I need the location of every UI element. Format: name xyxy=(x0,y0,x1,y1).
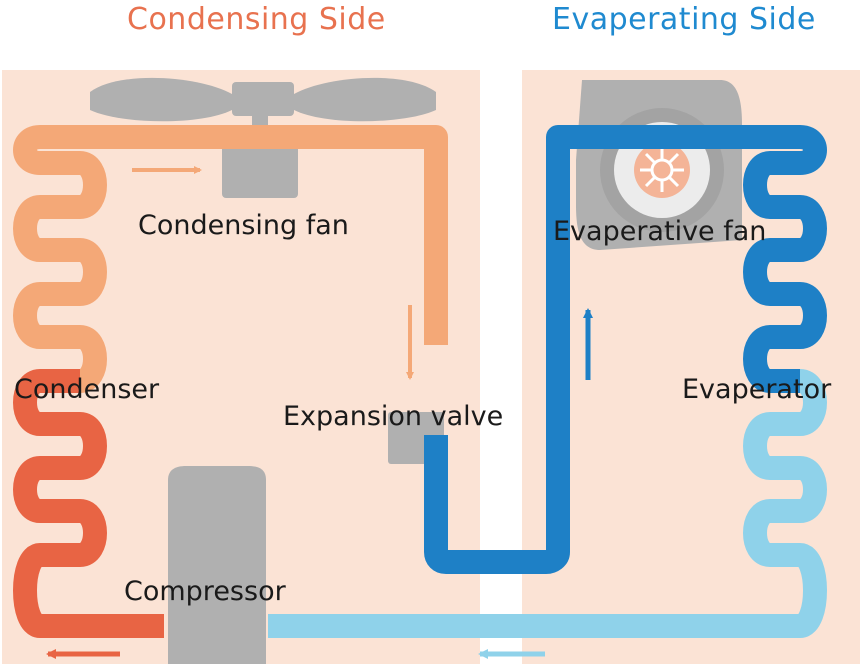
expansion-line-blue xyxy=(424,125,827,574)
expansion-valve-label: Expansion valve xyxy=(283,401,504,432)
condenser-coil-red xyxy=(13,369,164,638)
evaporating-side-title: Evaperating Side xyxy=(552,2,816,37)
evaporator-label: Evaperator xyxy=(682,374,832,405)
evaporator-coil-light xyxy=(268,369,827,638)
compressor-label: Compressor xyxy=(124,576,286,607)
condensing-fan-icon xyxy=(90,77,436,198)
condenser-coil-orange xyxy=(13,125,448,393)
compressor-icon xyxy=(168,466,266,664)
condensing-fan-label: Condensing fan xyxy=(138,210,349,241)
condenser-label: Condenser xyxy=(14,374,160,405)
evaporative-fan-label: Evaperative fan xyxy=(553,216,767,247)
condensing-side-title: Condensing Side xyxy=(127,2,386,37)
